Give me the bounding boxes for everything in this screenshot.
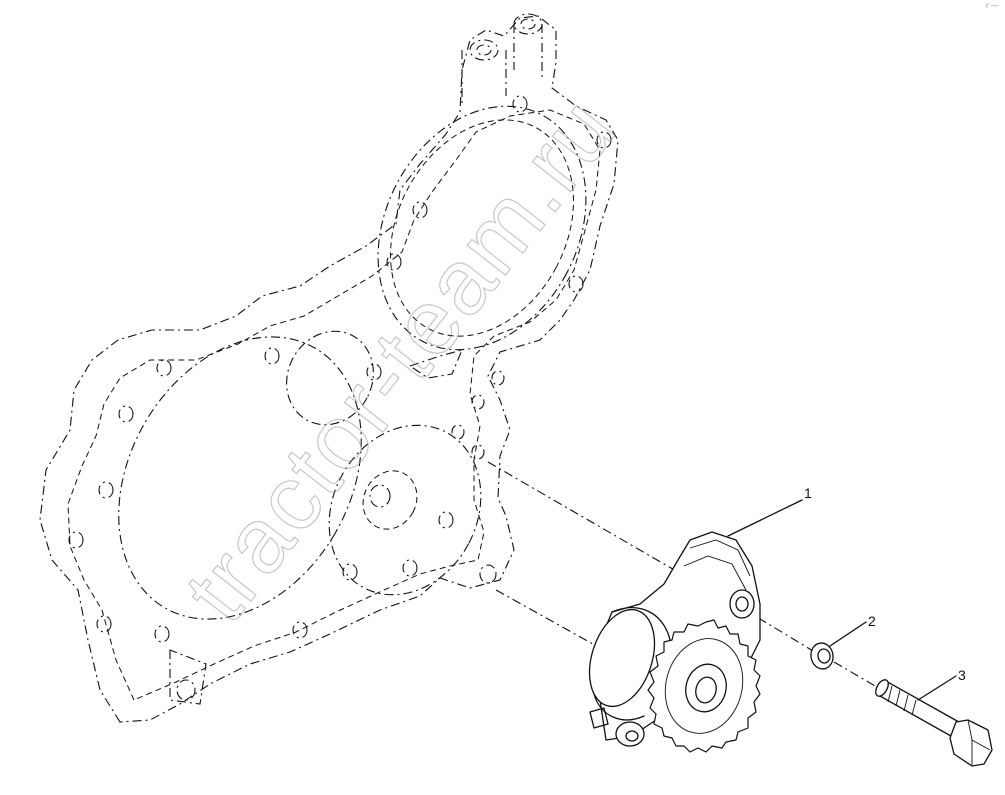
watermark-text: tractor-team.ru	[165, 78, 635, 640]
gear-housing-phantom	[39, 13, 619, 723]
callout-3: 3	[917, 667, 966, 701]
oil-pump-assembly	[588, 531, 761, 753]
callout-1: 1	[727, 485, 812, 537]
callout-2: 2	[829, 613, 876, 647]
corner-mark: r —	[986, 1, 999, 10]
hex-bolt	[875, 679, 993, 767]
callout-label-1: 1	[804, 485, 812, 501]
callout-label-3: 3	[958, 667, 966, 683]
callout-label-2: 2	[868, 613, 876, 629]
washer	[810, 642, 834, 670]
